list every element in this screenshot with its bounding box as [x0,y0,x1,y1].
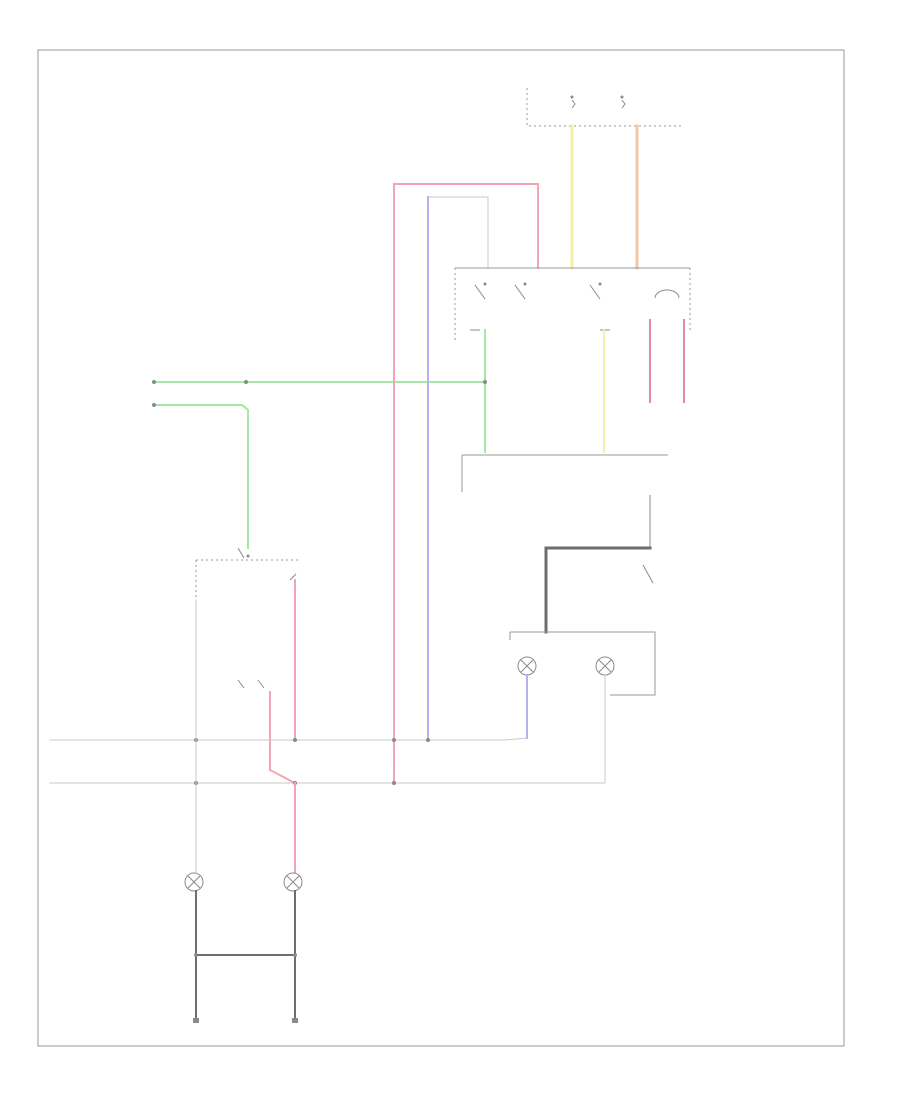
fuse-terminal-icon [570,95,574,99]
wire-grey-top [427,196,489,269]
lamp-filament [286,875,300,889]
wire-dark-harness [544,546,652,634]
switch-contact-icon [289,573,297,581]
splice-dot-icon [483,380,487,384]
lamp-filament [187,875,201,889]
fuse-box-outline [526,88,682,127]
hazard-switch-outline [195,559,300,600]
wire-green-drop [154,404,249,549]
lamp-filament [520,659,534,673]
switch-contact-icon [474,284,601,300]
fuse-terminal-icon [620,95,624,99]
lamp-filament [598,659,612,673]
combination-switch-sides [454,268,691,340]
switch-contact-icon [237,547,245,559]
splice-dot-icon [246,554,250,558]
diagram-frame [37,49,845,1047]
indicator-connector-outline [461,454,668,492]
lamp-icon [184,872,204,892]
ground-icon [292,1018,298,1023]
combination-meter-outline [510,631,656,696]
connector-icon [152,380,156,384]
wire-red-top [393,183,539,269]
dimmer-switch-icon [654,289,680,299]
lamp-icon [283,872,303,892]
splice-dot-icon [392,781,396,785]
splice-dot-icon [523,282,527,286]
splice-dot-icon [426,738,430,742]
connector-icon [152,403,156,407]
fuse-icon [571,99,576,109]
ground-icon [193,1018,199,1023]
wire-red-joint [268,768,297,785]
splice-dot-icon [392,738,396,742]
splice-dot-icon [293,953,297,957]
wire-grey-bus-upper [49,737,528,741]
splice-dot-icon [194,953,198,957]
splice-dot-icon [598,282,602,286]
switch-contact-icon [642,564,654,584]
fuse-icon [621,99,626,109]
splice-dot-icon [244,380,248,384]
splice-dot-icon [293,738,297,742]
switch-contact-icon [237,679,265,689]
splice-dot-icon [483,282,487,286]
